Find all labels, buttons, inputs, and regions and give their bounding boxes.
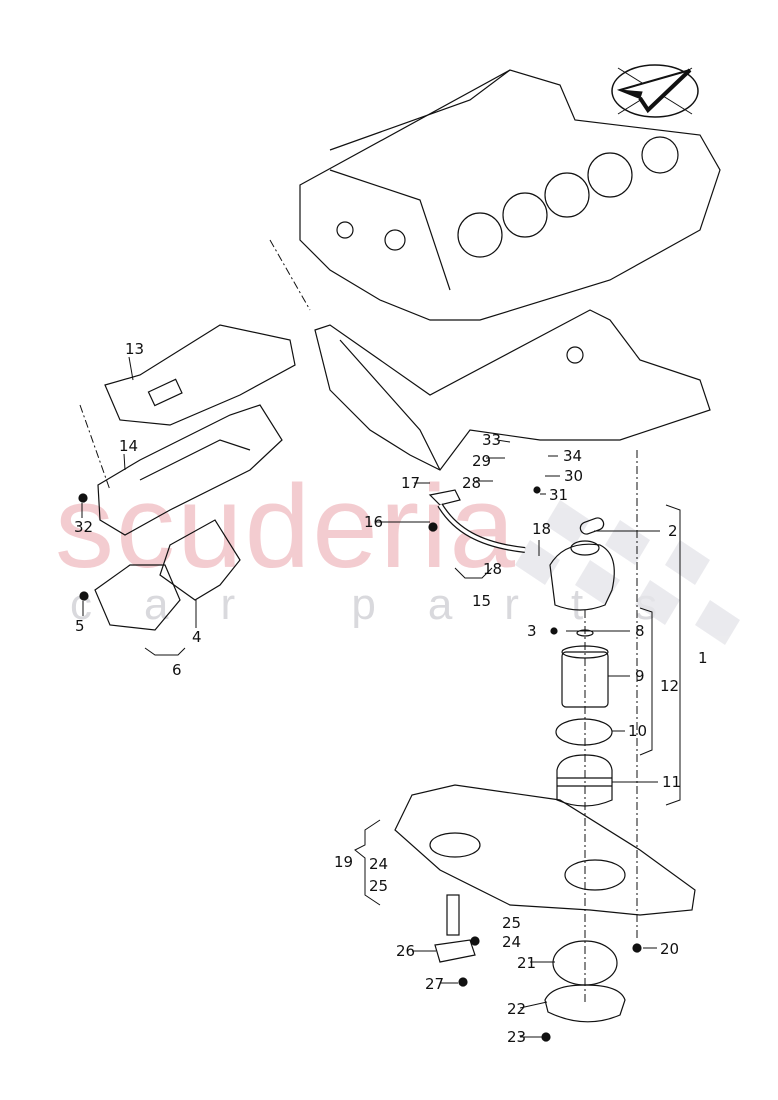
callout-c6: 6 [172, 661, 182, 679]
callout-c27: 27 [425, 975, 445, 993]
callout-c24a: 24 [369, 855, 389, 873]
cover-22-drawing [544, 984, 626, 1023]
callout-c17: 17 [401, 474, 421, 492]
callout-c4: 4 [192, 628, 202, 646]
callout-c26: 26 [396, 942, 416, 960]
callout-c20: 20 [660, 940, 680, 958]
oil-pipe-drawing [428, 489, 526, 553]
callout-c19: 19 [334, 853, 354, 871]
callout-c1: 1 [698, 649, 708, 667]
oil-pan-drawing [394, 784, 696, 916]
callout-c18a: 18 [532, 520, 552, 538]
callout-c34: 34 [563, 447, 583, 465]
callout-c11: 11 [662, 773, 682, 791]
callout-c30: 30 [564, 467, 584, 485]
callout-c31: 31 [549, 486, 569, 504]
gasket-5-drawing [94, 564, 181, 631]
checker-flag-watermark [515, 500, 740, 645]
callout-c25a: 25 [369, 877, 389, 895]
callout-c14: 14 [119, 437, 139, 455]
callout-c12: 12 [660, 677, 680, 695]
crankcase-drawing [314, 309, 711, 471]
bolts [78, 486, 642, 1042]
paper-plane-check-icon [610, 60, 700, 122]
gasket-14-drawing [97, 404, 283, 536]
callout-c10: 10 [628, 722, 648, 740]
leader-lines [79, 239, 681, 1038]
oil-filter-element-drawing [555, 629, 613, 746]
oil-level-sensor-drawing [434, 894, 476, 963]
callout-c15: 15 [472, 592, 492, 610]
callout-c22: 22 [507, 1000, 527, 1018]
engine-block-drawing [299, 69, 721, 321]
callout-c29: 29 [472, 452, 492, 470]
watermark-sub: car parts [70, 580, 710, 629]
callout-c2: 2 [668, 522, 678, 540]
callout-c33: 33 [482, 431, 502, 449]
callout-c28: 28 [462, 474, 482, 492]
watermark-main: scuderia [55, 461, 518, 593]
callout-c5: 5 [75, 617, 85, 635]
callout-c24b: 24 [502, 933, 522, 951]
callout-c21: 21 [517, 954, 537, 972]
gasket-4-drawing [159, 519, 241, 601]
gasket-13-drawing [104, 324, 296, 426]
callout-c25b: 25 [502, 914, 522, 932]
callout-c3: 3 [527, 622, 537, 640]
callout-c23: 23 [507, 1028, 527, 1046]
callout-c32: 32 [74, 518, 94, 536]
callout-c8: 8 [635, 622, 645, 640]
callout-c9: 9 [635, 667, 645, 685]
callout-c16: 16 [364, 513, 384, 531]
callout-c13: 13 [125, 340, 145, 358]
callout-c18b: 18 [483, 560, 503, 578]
oil-filter-housing-drawing [549, 517, 615, 611]
